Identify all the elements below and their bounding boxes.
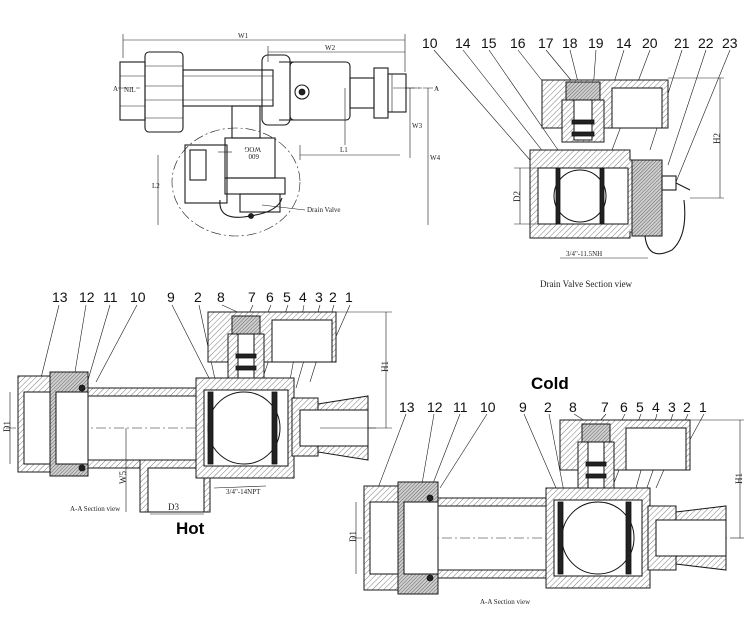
top-exterior-view: A A W1 W2 W3 W4 L1 L2 NIL 600 WOG Drain … <box>113 32 441 237</box>
hot-label-6: 6 <box>266 289 274 305</box>
cold-label-10: 10 <box>480 399 496 415</box>
drain-label-14b: 14 <box>616 35 632 51</box>
drain-label-19: 19 <box>588 35 604 51</box>
hot-label-1: 1 <box>345 289 353 305</box>
hot-section: 13 12 11 10 9 2 8 7 6 5 4 3 2 1 D1 H1 W5… <box>2 289 392 538</box>
hot-label-4: 4 <box>299 289 307 305</box>
cold-label-12: 12 <box>427 399 443 415</box>
hot-label-2b: 2 <box>329 289 337 305</box>
drain-label-10: 10 <box>422 35 438 51</box>
dim-h2: H2 <box>712 133 722 144</box>
hot-label-8: 8 <box>217 289 225 305</box>
cold-section: 13 12 11 10 9 2 8 7 6 5 4 3 2 1 D1 H1 A-… <box>348 374 744 606</box>
hot-dim-h1: H1 <box>380 361 390 372</box>
drain-label-18: 18 <box>562 35 578 51</box>
dim-l2: L2 <box>152 182 160 190</box>
dim-w3: W3 <box>412 122 423 130</box>
hot-label-2: 2 <box>194 289 202 305</box>
drain-label-17: 17 <box>538 35 554 51</box>
cold-dim-d1: D1 <box>348 531 358 542</box>
cold-label-1: 1 <box>699 399 707 415</box>
cold-caption: A-A Section view <box>480 598 531 606</box>
hot-label-11: 11 <box>103 289 118 305</box>
dim-l1: L1 <box>340 146 348 154</box>
drain-label-16: 16 <box>510 35 526 51</box>
hot-caption: A-A Section view <box>70 505 121 513</box>
drain-valve-callout: Drain Valve <box>307 206 341 214</box>
drain-label-20: 20 <box>642 35 658 51</box>
cold-label-3: 3 <box>668 399 676 415</box>
dim-w4: W4 <box>430 154 441 162</box>
stamp-600: 600 <box>248 152 259 160</box>
section-marker-right: A <box>434 85 439 93</box>
cold-dim-h1: H1 <box>734 473 744 484</box>
cold-label-4: 4 <box>652 399 660 415</box>
nut-label: NIL <box>124 86 136 94</box>
cold-title: Cold <box>531 374 569 393</box>
drain-thread: 3/4"-11.5NH <box>566 250 602 258</box>
cold-label-13: 13 <box>399 399 415 415</box>
drain-label-23: 23 <box>722 35 738 51</box>
dim-w1: W1 <box>238 32 249 40</box>
cold-label-5: 5 <box>636 399 644 415</box>
hot-title: Hot <box>176 519 205 538</box>
hot-label-3: 3 <box>315 289 323 305</box>
hot-label-7: 7 <box>248 289 256 305</box>
hot-label-5: 5 <box>283 289 291 305</box>
hot-label-10: 10 <box>130 289 146 305</box>
cold-label-2: 2 <box>544 399 552 415</box>
hot-label-13: 13 <box>52 289 68 305</box>
hot-dim-d1: D1 <box>2 421 12 432</box>
drain-label-14: 14 <box>455 35 471 51</box>
hot-dim-d3: D3 <box>168 502 179 512</box>
stamp-wog: WOG <box>244 145 261 153</box>
drain-label-21: 21 <box>674 35 690 51</box>
hot-dim-w5: W5 <box>118 471 128 484</box>
hot-label-12: 12 <box>79 289 95 305</box>
section-marker-left: A <box>113 85 118 93</box>
dim-d2: D2 <box>512 191 522 202</box>
cold-label-9: 9 <box>519 399 527 415</box>
cold-label-2b: 2 <box>683 399 691 415</box>
drain-label-15: 15 <box>481 35 497 51</box>
drain-valve-section: 10 14 15 16 17 18 19 14 20 21 22 23 D2 H… <box>422 35 738 289</box>
hot-thread: 3/4"-14NPT <box>226 488 261 496</box>
drain-caption: Drain Valve Section view <box>540 279 633 289</box>
cold-label-11: 11 <box>453 399 468 415</box>
cold-label-8: 8 <box>569 399 577 415</box>
dim-w2: W2 <box>325 44 336 52</box>
cold-label-6: 6 <box>620 399 628 415</box>
hot-label-9: 9 <box>167 289 175 305</box>
drain-label-22: 22 <box>698 35 714 51</box>
cold-label-7: 7 <box>601 399 609 415</box>
